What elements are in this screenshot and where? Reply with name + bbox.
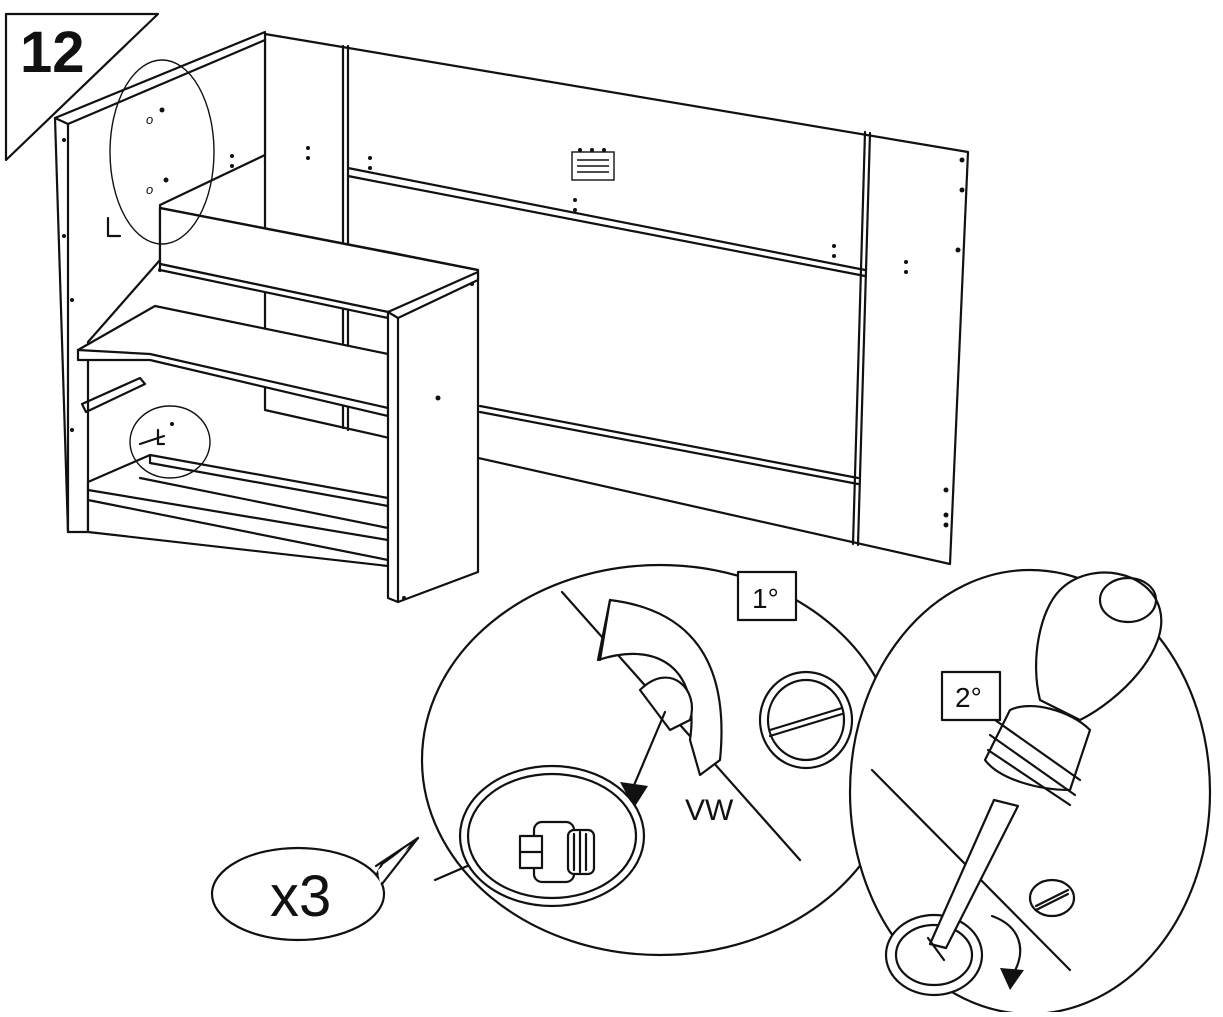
quantity-bubble: x3 — [210, 836, 420, 942]
zoom-callout-cam-lock: VW 1° — [420, 563, 900, 957]
rotation-arrow-icon — [990, 914, 1024, 990]
detail-circle-top — [109, 59, 215, 245]
screwdriver-icon — [926, 571, 1163, 962]
step-1-label-box: 1° — [736, 570, 798, 622]
step-2-label: 2° — [955, 682, 982, 713]
step-2-label-box: 2° — [940, 670, 1002, 722]
right-side-panel — [386, 270, 480, 604]
zoom-callout-screwdriver: 2° — [848, 568, 1212, 1016]
arrow-down-icon — [620, 710, 667, 808]
bottom-frame — [80, 376, 390, 568]
panel-holes — [259, 65, 965, 528]
cam-bolt-icon — [518, 820, 596, 884]
step-number: 12 — [20, 20, 85, 85]
quantity-text: x3 — [270, 864, 331, 929]
step-badge: 12 — [4, 12, 160, 162]
svg-text:o: o — [146, 112, 153, 127]
panel-label-sticker — [571, 148, 615, 181]
part-code: VW — [685, 794, 734, 827]
step-1-label: 1° — [752, 583, 779, 614]
detail-circle-bottom — [129, 405, 211, 479]
svg-text:o: o — [146, 182, 153, 197]
cam-lock-icon — [596, 598, 723, 777]
